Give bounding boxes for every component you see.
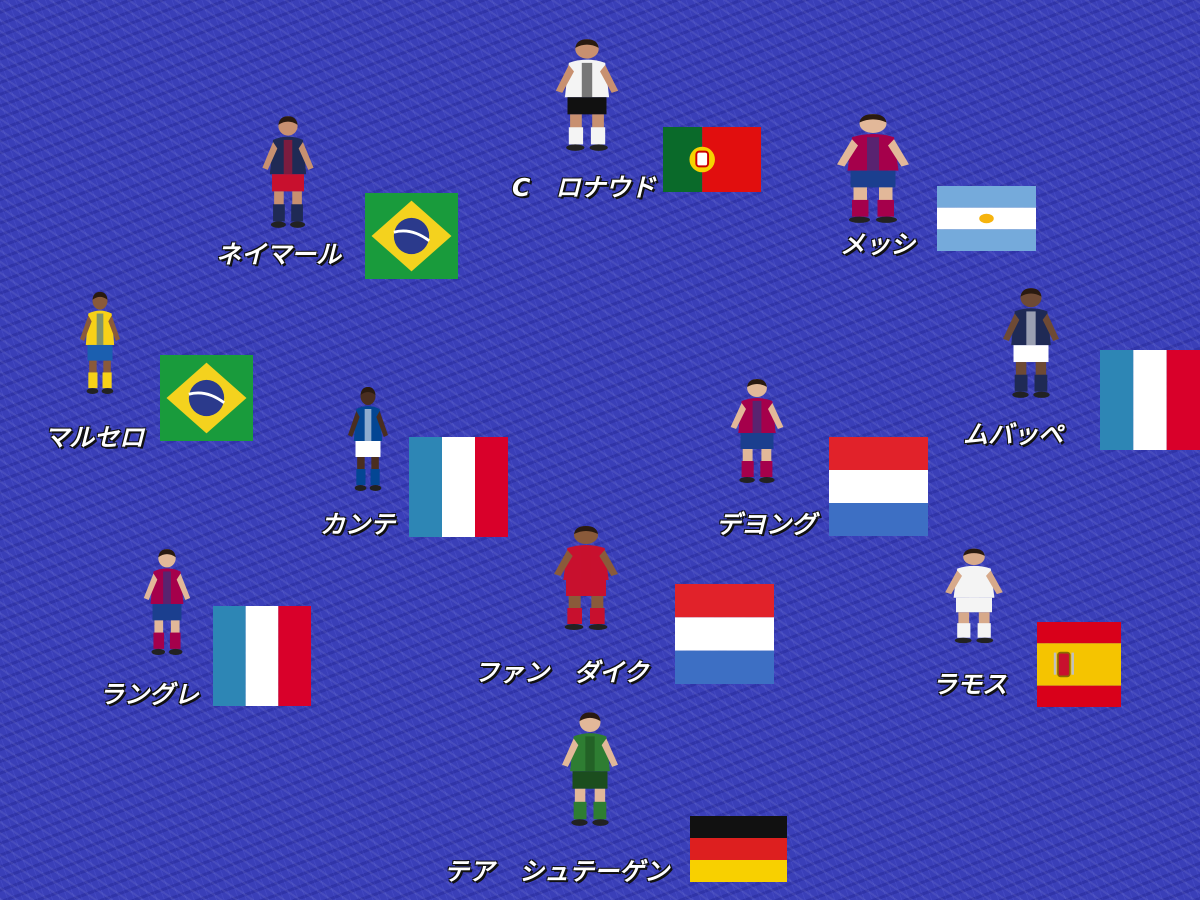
flag-france-mbappe [1100, 350, 1200, 450]
player-name-messi: メッシ [840, 230, 916, 259]
player-photo-ronaldo [548, 35, 626, 153]
player-name-mbappe: ムバッペ [963, 420, 1064, 449]
player-name-lenglet: ラングレ [99, 680, 200, 709]
flag-netherlands-vandijk [675, 584, 774, 684]
player-name-dejong: デヨング [716, 510, 817, 539]
flag-portugal-ronaldo [663, 127, 761, 192]
player-photo-vandijk [546, 522, 626, 632]
player-photo-terstegen [555, 708, 625, 828]
flag-netherlands-dejong [829, 437, 928, 536]
player-photo-messi [828, 110, 918, 225]
player-photo-dejong [724, 375, 790, 485]
player-name-terstegen: テア シュテーゲン [444, 857, 670, 886]
flag-france-lenglet [213, 606, 311, 706]
player-name-ronaldo: C ロナウド [512, 173, 656, 202]
player-photo-marcelo [75, 288, 125, 396]
flag-argentina-messi [937, 186, 1036, 251]
player-photo-kante [343, 383, 393, 493]
player-photo-lenglet [138, 545, 196, 657]
player-name-ramos: ラモス [932, 670, 1008, 699]
player-name-neymar: ネイマール [216, 240, 342, 269]
player-photo-mbappe [996, 284, 1066, 400]
flag-brazil-marcelo [160, 355, 253, 441]
flag-spain-ramos [1037, 622, 1121, 707]
flag-france-kante [409, 437, 508, 537]
flag-brazil-neymar [365, 193, 458, 279]
player-name-vandijk: ファン ダイク [474, 658, 649, 687]
player-name-marcelo: マルセロ [44, 423, 145, 452]
player-photo-ramos [938, 545, 1010, 645]
player-photo-neymar [256, 112, 320, 230]
player-name-kante: カンテ [320, 510, 396, 539]
flag-germany-terstegen [690, 816, 787, 882]
